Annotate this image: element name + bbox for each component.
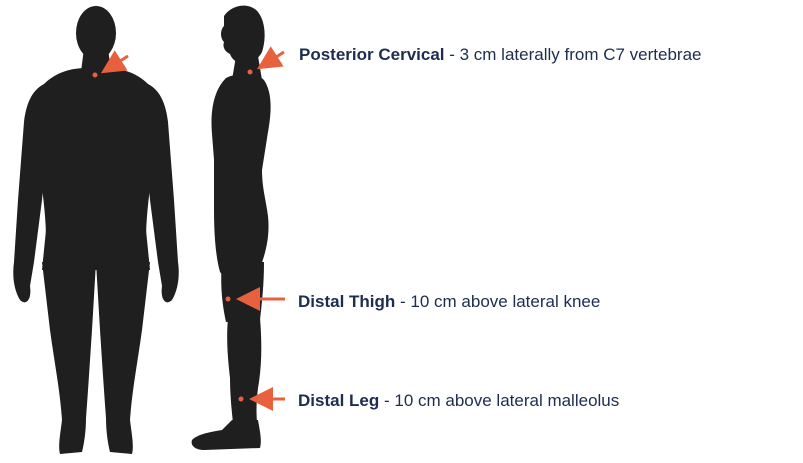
site-description: 10 cm above lateral knee <box>410 292 600 311</box>
site-separator: - <box>379 391 394 410</box>
label-posterior-cervical: Posterior Cervical - 3 cm laterally from… <box>299 45 702 65</box>
label-distal-leg: Distal Leg - 10 cm above lateral malleol… <box>298 391 619 411</box>
site-title: Posterior Cervical <box>299 45 445 64</box>
side-body-silhouette-icon <box>192 6 271 450</box>
site-title: Distal Leg <box>298 391 379 410</box>
label-distal-thigh: Distal Thigh - 10 cm above lateral knee <box>298 292 600 312</box>
site-title: Distal Thigh <box>298 292 395 311</box>
cervical-side-arrow <box>262 52 284 66</box>
cervical-side-dot <box>248 70 253 75</box>
thigh-dot <box>226 297 231 302</box>
cervical-front-dot <box>93 73 98 78</box>
site-description: 10 cm above lateral malleolus <box>394 391 619 410</box>
leg-dot <box>239 397 244 402</box>
site-separator: - <box>395 292 410 311</box>
site-separator: - <box>445 45 460 64</box>
site-description: 3 cm laterally from C7 vertebrae <box>460 45 702 64</box>
